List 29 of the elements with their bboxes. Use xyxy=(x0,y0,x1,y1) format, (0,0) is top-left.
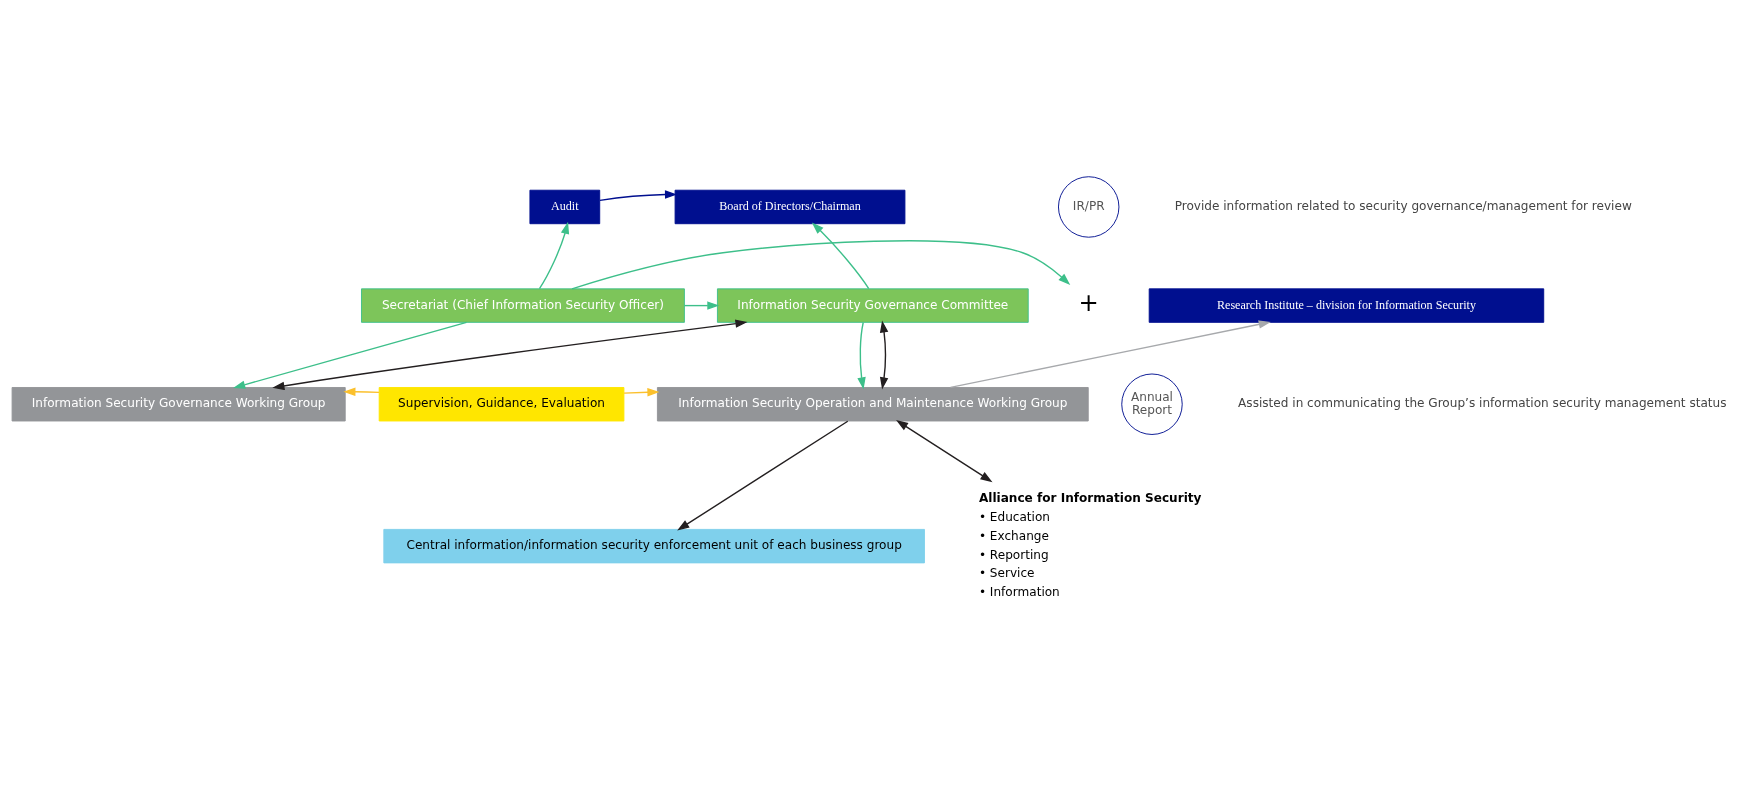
node-text: Alliance for Information Security • Education • Exchange • Reporting • Service • Information xyxy=(978,490,1202,599)
label: Provide information related to security governance/management for review xyxy=(1174,198,1632,213)
arrow xyxy=(233,321,468,389)
node-text: + xyxy=(1078,288,1099,317)
arrow xyxy=(272,318,748,390)
node-box: Secretariat (Chief Information Security Officer) xyxy=(361,287,685,323)
arrow xyxy=(538,221,570,289)
arrow xyxy=(857,321,866,389)
arrow xyxy=(811,221,870,289)
node-box: Audit xyxy=(529,189,601,224)
node-box: Information Security Governance Committee xyxy=(716,287,1029,323)
arrow xyxy=(896,419,993,482)
arrow xyxy=(571,239,1071,290)
arrow xyxy=(677,420,849,530)
node-circle: Annual Report xyxy=(1121,373,1183,435)
arrow xyxy=(343,387,380,396)
node-circle: IR/PR xyxy=(1058,175,1120,238)
node-box: Information Security Governance Working Group xyxy=(11,386,346,421)
node-box: Information Security Operation and Maintenance Working Group xyxy=(656,386,1089,421)
arrow xyxy=(879,319,889,389)
node-box: Supervision, Guidance, Evaluation xyxy=(378,386,625,421)
arrow xyxy=(949,319,1271,388)
arrow xyxy=(623,387,660,396)
arrow xyxy=(683,300,720,310)
label: Assisted in communicating the Group’s information security management status xyxy=(1238,395,1727,410)
arrow xyxy=(599,189,678,201)
node-box: Research Institute – division for Information Security xyxy=(1148,287,1545,323)
node-box: Board of Directors/Chairman xyxy=(674,189,906,224)
node-box: Central information/information security enforcement unit of each business group xyxy=(383,528,925,563)
